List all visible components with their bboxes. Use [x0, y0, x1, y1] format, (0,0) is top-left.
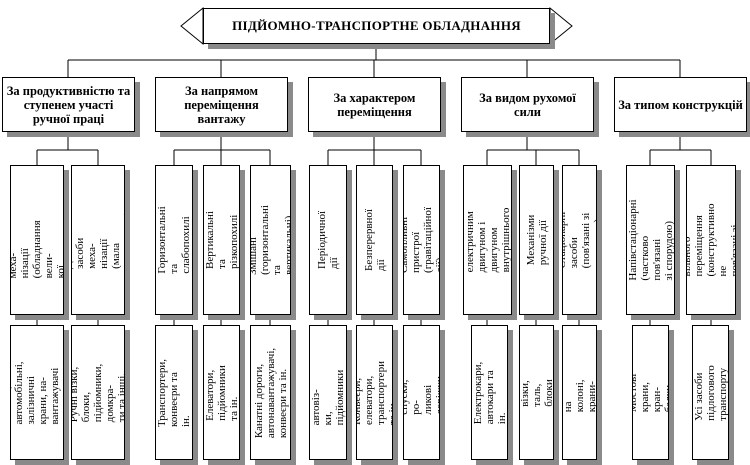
type-label: Стаціонарні засоби (пов'язані зі спорудо…	[562, 211, 597, 269]
type-box: Допоміжні засоби меха- нізації (мала мех…	[71, 165, 125, 315]
type-box: Стаціонарні засоби (пов'язані зі спорудо…	[562, 165, 597, 315]
type-box: Механізми з електричним двигуном і двигу…	[463, 165, 512, 315]
type-label: Механізми з електричним двигуном і двигу…	[463, 207, 512, 273]
type-label: Самопливні пристрої (гравітаційної дії)	[403, 207, 440, 273]
category-box-construction: За типом конструкцій	[614, 77, 747, 132]
example-label: Ручні візки, блоки, підйомники, домкра- …	[71, 363, 125, 422]
example-label: Транспортери, конвеєри та ін.	[156, 358, 192, 427]
example-label: Ручні візки, таль, блоки та ін.	[519, 378, 554, 407]
category-label: За продуктивністю та ступенем участі руч…	[6, 83, 131, 126]
example-box: Електровізки, автовіз- ки, підйомники та…	[309, 325, 347, 460]
type-label: Вертикальні та різкопохилі	[203, 211, 240, 269]
type-box: Змішані (горизонтальні та вертикальні)	[250, 165, 291, 315]
type-label: Допоміжні засоби меха- нізації (мала мех…	[71, 211, 125, 269]
example-label: Крани на колоні, крани-укосини	[562, 378, 597, 412]
category-label: За напрямом переміщення вантажу	[184, 83, 259, 126]
example-box: Транспортери, конвеєри та ін.	[155, 325, 193, 460]
category-label: За характером переміщення	[333, 90, 416, 119]
example-box: Канатні дороги, автонавантажувачі, конве…	[250, 325, 291, 460]
type-box: Напівстаціонарні (частково пов'язані зі …	[626, 165, 675, 315]
example-box: Козлові, автомобільні, залізничні крани,…	[10, 325, 64, 460]
type-box: Вертикальні та різкопохилі	[203, 165, 240, 315]
example-box: Нахилені спуски, ро- ликові доріжки та і…	[403, 325, 440, 460]
category-box-productivity: За продуктивністю та ступенем участі руч…	[2, 77, 135, 132]
type-box: Періодичної дії	[309, 165, 347, 315]
example-box: Елеватори, підйомники та ін.	[203, 325, 240, 460]
example-label: Електровізки, автовіз- ки, підйомники та…	[310, 369, 346, 425]
category-box-motive-force: За видом рухомої сили	[461, 77, 594, 132]
type-label: Горизонтальні та слабопохилі	[156, 206, 192, 274]
example-box: Крани на колоні, крани-укосини	[562, 325, 597, 460]
title-arrow-right	[549, 6, 573, 46]
type-label: Основні засоби меха- нізації (обладнання…	[10, 220, 64, 279]
type-box: Горизонтальні та слабопохилі	[155, 165, 193, 315]
example-box: Ручні візки, блоки, підйомники, домкра- …	[71, 325, 125, 460]
example-box: Ручні візки, таль, блоки та ін.	[519, 325, 554, 460]
type-box: Механізми ручної дії	[519, 165, 554, 315]
title-banner: ПІДЙОМНО-ТРАНСПОРТНЕ ОБЛАДНАННЯ	[203, 8, 550, 44]
example-label: Електрокари, автокари та ін.	[471, 361, 508, 424]
example-box: Усі засоби підлогового транспорту	[692, 325, 729, 460]
type-label: Безперервної дії	[362, 209, 387, 271]
example-label: Усі засоби підлогового транспорту	[692, 364, 729, 421]
example-label: Нахилені спуски, ро- ликові доріжки та і…	[403, 375, 440, 415]
category-label: За типом конструкцій	[618, 97, 743, 112]
example-box: Мостові крани, кран-балки	[632, 325, 669, 460]
category-box-character: За характером переміщення	[308, 77, 441, 132]
example-label: Конвеєри, елеватори, транспортери та ін.	[356, 360, 393, 425]
example-label: Мостові крани, кран-балки	[632, 373, 669, 412]
category-box-direction: За напрямом переміщення вантажу	[155, 77, 288, 132]
example-label: Канатні дороги, автонавантажувачі, конве…	[252, 347, 289, 438]
type-box: Основні засоби меха- нізації (обладнання…	[10, 165, 64, 315]
type-label: Механізми ручної дії	[524, 214, 549, 266]
diagram-title: ПІДЙОМНО-ТРАНСПОРТНЕ ОБЛАДНАННЯ	[232, 18, 521, 33]
type-label: Напівстаціонарні (частково пов'язані зі …	[626, 199, 675, 281]
type-box: Засоби вільного переміщення (конструктив…	[686, 165, 736, 315]
category-label: За видом рухомої сили	[479, 90, 576, 119]
title-arrow-left	[180, 6, 204, 46]
type-box: Безперервної дії	[356, 165, 393, 315]
type-label: Змішані (горизонтальні та вертикальні)	[250, 205, 291, 275]
example-box: Конвеєри, елеватори, транспортери та ін.	[356, 325, 393, 460]
example-label: Елеватори, підйомники та ін.	[203, 364, 240, 421]
type-label: Періодичної дії	[316, 210, 340, 270]
example-label: Козлові, автомобільні, залізничні крани,…	[10, 360, 64, 425]
type-box: Самопливні пристрої (гравітаційної дії)	[403, 165, 440, 315]
example-box: Електрокари, автокари та ін.	[471, 325, 508, 460]
type-label: Засоби вільного переміщення (конструктив…	[686, 203, 736, 277]
